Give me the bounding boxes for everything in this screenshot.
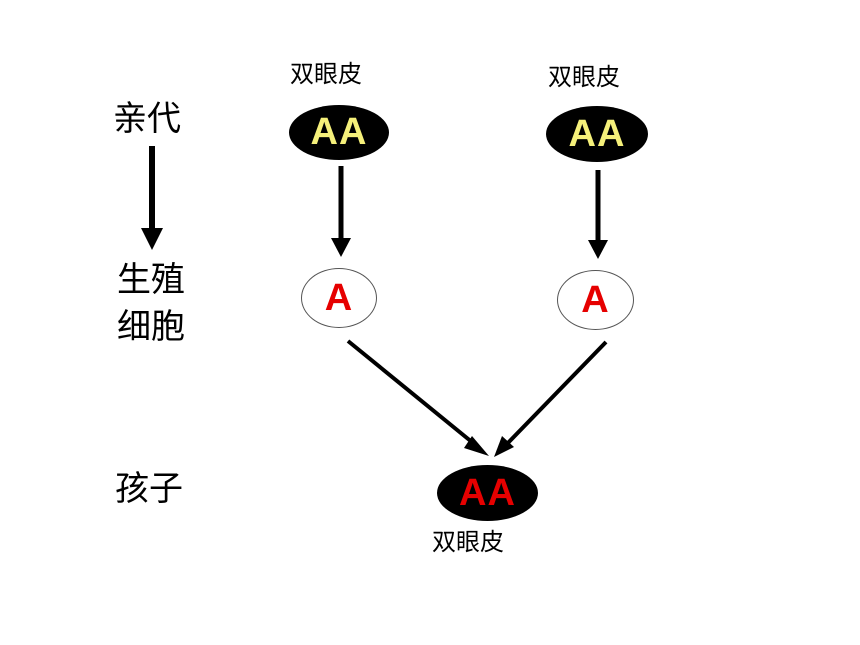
child-genotype-ellipse: AA xyxy=(437,465,538,521)
gamete-generation-label-line1: 生殖 xyxy=(117,260,185,300)
parent2-genotype: AA xyxy=(568,112,626,155)
child-genotype: AA xyxy=(459,471,516,514)
parent1-genotype-ellipse: AA xyxy=(289,105,389,160)
child-generation-label: 孩子 xyxy=(115,469,183,509)
parent1-arrow-head xyxy=(331,238,351,257)
gamete-generation-label-line2: 细胞 xyxy=(117,307,185,347)
parent1-genotype: AA xyxy=(310,111,368,153)
child-trait-label: 双眼皮 xyxy=(432,528,504,556)
gamete1-ellipse: A xyxy=(301,268,377,328)
gamete1-genotype: A xyxy=(324,276,354,319)
gamete2-ellipse: A xyxy=(557,270,634,330)
parent2-trait-label: 双眼皮 xyxy=(548,63,620,91)
gamete2-arrow-head xyxy=(494,436,514,457)
parent2-genotype-ellipse: AA xyxy=(546,106,648,162)
gamete1-arrow-head xyxy=(464,436,489,456)
parent-generation-label: 亲代 xyxy=(113,99,181,139)
generation-arrow-head xyxy=(141,228,163,250)
parent2-arrow-head xyxy=(588,240,608,259)
gamete1-to-child-arrow xyxy=(346,339,480,449)
gamete2-to-child-arrow xyxy=(503,340,608,448)
gamete2-genotype: A xyxy=(581,278,610,321)
parent1-trait-label: 双眼皮 xyxy=(290,60,362,88)
